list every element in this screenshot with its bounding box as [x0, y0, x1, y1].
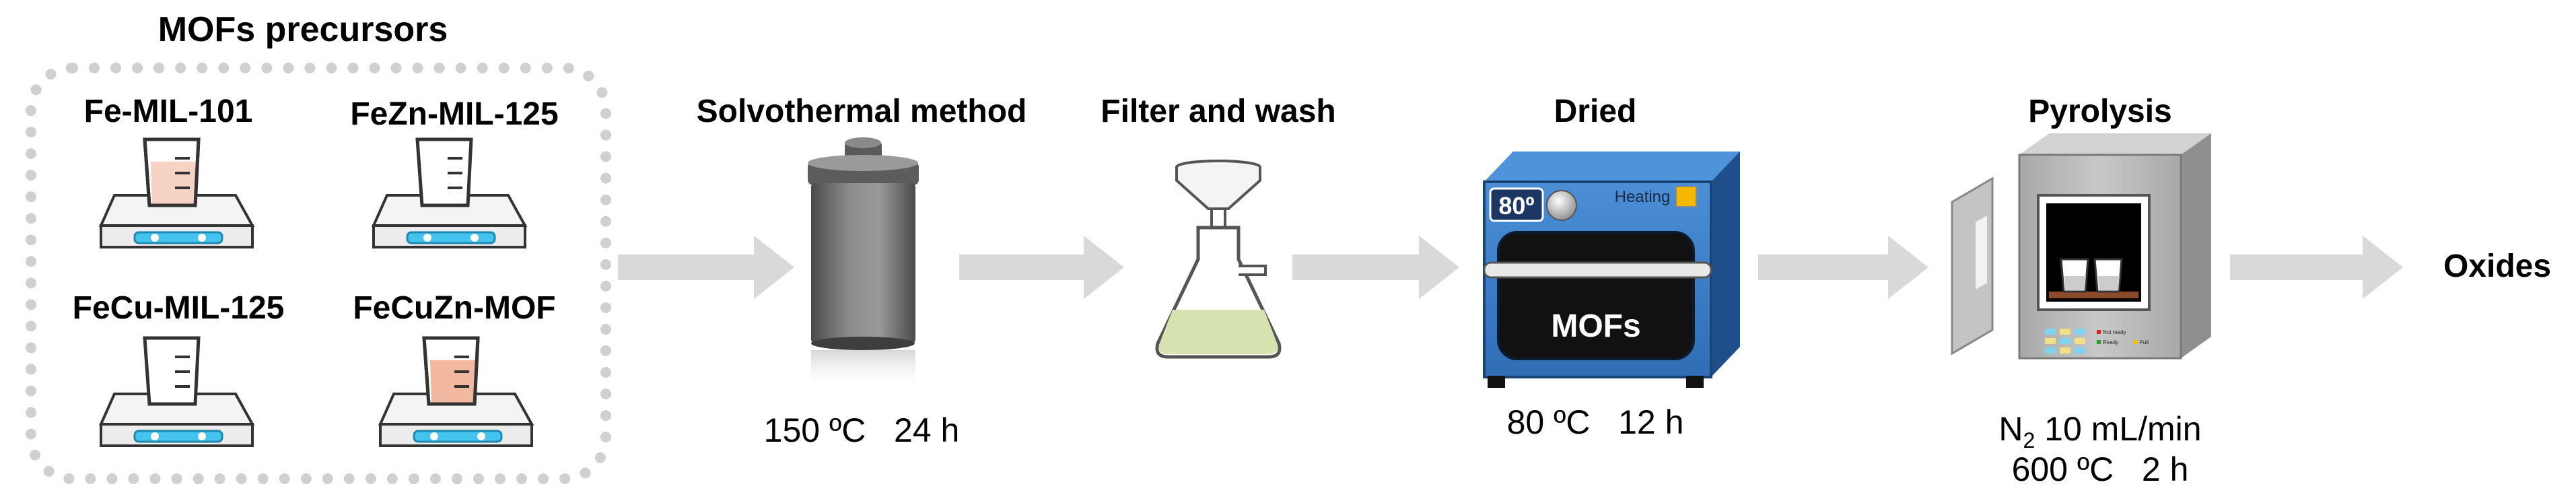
- solvothermal-conditions: 150 ºC 24 h: [763, 411, 960, 449]
- filter-flask-icon: [1155, 160, 1282, 359]
- pyrolysis-gas-flow: N2 10 mL/min: [1955, 409, 2245, 453]
- step-solvothermal-label: Solvothermal method: [696, 94, 1027, 129]
- process-arrows: [618, 236, 2403, 299]
- pyrolysis-gas-sub: 2: [2023, 428, 2035, 452]
- pyrolysis-gas: N: [1998, 410, 2023, 448]
- drying-oven-icon: 80º Heating MOFs: [1483, 152, 1740, 388]
- precursors-title: MOFs precursors: [158, 10, 448, 49]
- furnace-status-not-ready: Not ready: [2103, 329, 2126, 335]
- precursors-group: [26, 63, 611, 484]
- precursor-label-fecu-mil-125: FeCu-MIL-125: [72, 290, 285, 326]
- furnace-status-ready: Ready: [2103, 339, 2118, 345]
- pyrolysis-flow: 10 mL/min: [2035, 410, 2202, 448]
- oven-window-text: MOFs: [1551, 308, 1640, 344]
- autoclave-icon: [808, 137, 919, 391]
- precursor-label-fecuzn-mof: FeCuZn-MOF: [353, 290, 556, 326]
- arrow-5: [2230, 236, 2403, 299]
- step-oxides-label: Oxides: [2443, 248, 2552, 284]
- stir-plate-3: [98, 336, 255, 447]
- stir-plate-1: [98, 137, 255, 248]
- oven-temp-display: 80º: [1498, 192, 1534, 220]
- furnace-status-full: Full: [2140, 339, 2149, 345]
- stir-plate-4: [378, 336, 534, 447]
- pyrolysis-conditions: 600 ºC 2 h: [2011, 450, 2189, 488]
- step-pyrolysis-label: Pyrolysis: [2028, 94, 2172, 129]
- precursor-label-fezn-mil-125: FeZn-MIL-125: [350, 96, 559, 132]
- arrow-4: [1758, 236, 1928, 299]
- step-dried-label: Dried: [1554, 94, 1637, 129]
- arrow-2: [959, 236, 1124, 299]
- furnace-icon: Not ready Ready Full: [1951, 133, 2211, 360]
- precursor-label-fe-mil-101: Fe-MIL-101: [83, 94, 253, 129]
- arrow-3: [1292, 236, 1459, 299]
- step-filter-label: Filter and wash: [1101, 94, 1336, 129]
- dried-conditions: 80 ºC 12 h: [1506, 403, 1684, 441]
- arrow-1: [618, 236, 794, 299]
- oven-heating-label: Heating: [1615, 188, 1671, 206]
- stir-plate-2: [371, 137, 528, 248]
